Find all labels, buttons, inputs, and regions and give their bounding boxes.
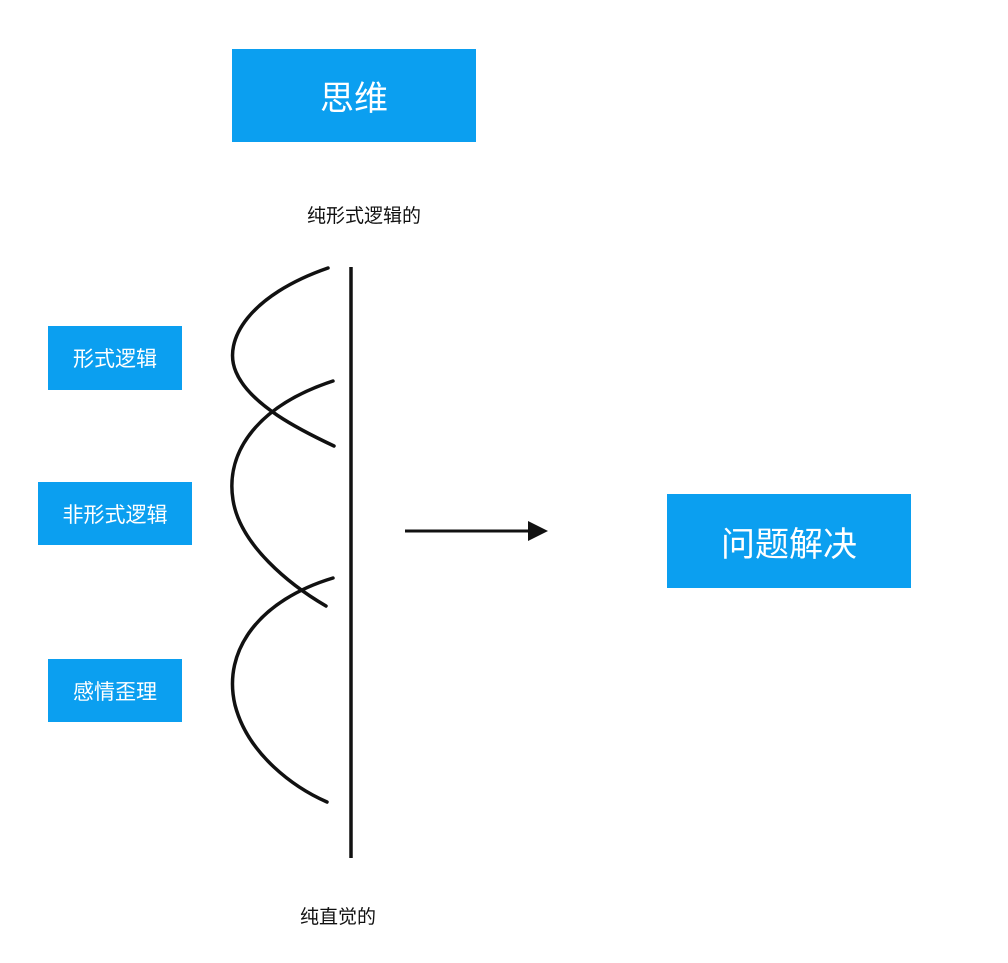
curve-formal: [230, 266, 336, 448]
pure-formal-logic-label: 纯形式逻辑的: [307, 205, 422, 227]
pure-intuition-label: 纯直觉的: [300, 906, 377, 928]
curve-emotional: [230, 576, 335, 804]
formal-logic-box: 形式逻辑: [48, 326, 182, 390]
informal-logic-box: 非形式逻辑: [38, 482, 192, 545]
problem-solving-box-label: 问题解决: [721, 524, 857, 565]
formal-logic-box-label: 形式逻辑: [73, 347, 157, 371]
thinking-box: 思维: [232, 49, 476, 142]
thinking-box-label: 思维: [320, 79, 388, 119]
informal-logic-box-label: 非形式逻辑: [62, 502, 168, 527]
curve-informal: [230, 379, 335, 608]
arrow-head: [528, 521, 548, 541]
emotional-reasoning-box-label: 感情歪理: [73, 679, 157, 704]
problem-solving-box: 问题解决: [667, 494, 911, 588]
emotional-reasoning-box: 感情歪理: [48, 659, 182, 722]
